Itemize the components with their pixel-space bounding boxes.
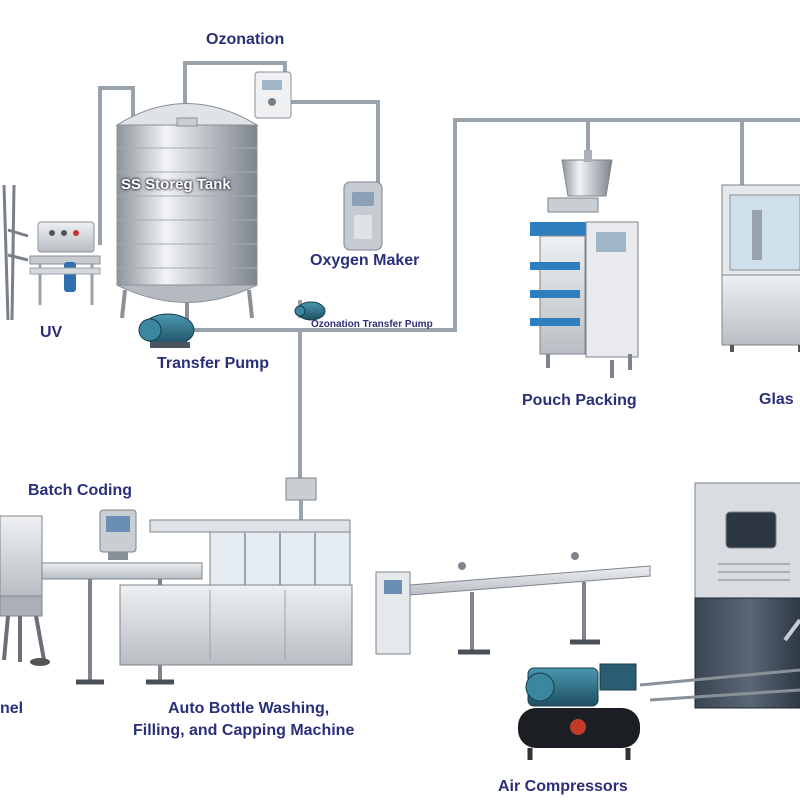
conveyor-right-icon [409, 552, 651, 655]
oxygen-maker-icon [343, 181, 383, 251]
ozonation-transfer-pump-label: Ozonation Transfer Pump [311, 319, 433, 330]
ozonator-icon [254, 71, 292, 119]
filling-machine-icon [119, 477, 411, 666]
glass-filling-label: Glas [759, 391, 794, 408]
air-compressor-icon [518, 663, 640, 760]
air-compressors-label: Air Compressors [498, 778, 628, 795]
oxygen-maker-label: Oxygen Maker [310, 252, 420, 269]
batch-coding-label: Batch Coding [28, 482, 132, 499]
glass-filling-machine-icon [721, 184, 800, 352]
shrink-tunnel-icon [0, 515, 50, 666]
transfer-pump-icon [138, 313, 195, 348]
left-rack-icon [2, 184, 29, 321]
tunnel-label: nel [0, 700, 24, 717]
ozonation-label: Ozonation [206, 31, 285, 48]
ss-tank-icon [115, 103, 259, 322]
uv-label: UV [40, 324, 63, 341]
uv-unit-icon [29, 221, 101, 305]
washing-machine-label-line2: Filling, and Capping Machine [133, 722, 355, 739]
washing-machine-label-line1: Auto Bottle Washing, [168, 700, 330, 717]
blow-moulding-machine-icon [639, 482, 800, 709]
pouch-packing-label: Pouch Packing [522, 392, 637, 409]
transfer-pump-label: Transfer Pump [157, 355, 270, 372]
batch-coder-icon [99, 509, 137, 560]
pouch-packing-machine-icon [530, 150, 639, 378]
ss-tank-label: SS Storeg Tank [121, 176, 231, 193]
ozonation-pump-icon [294, 301, 326, 321]
